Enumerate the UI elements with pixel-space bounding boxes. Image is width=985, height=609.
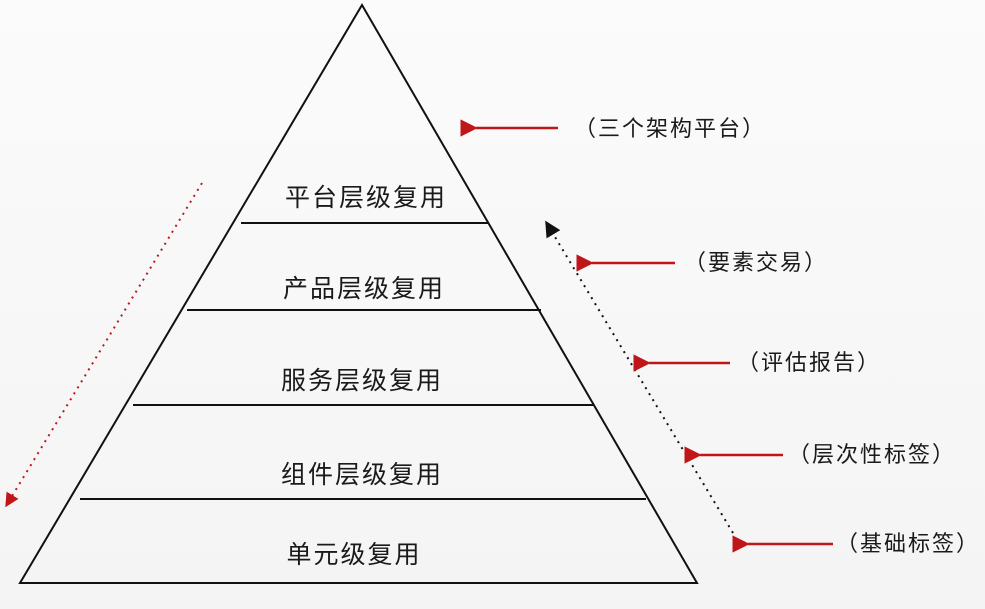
right-dotted-arrow [545, 220, 734, 534]
note-label-trade: （要素交易） [684, 251, 828, 276]
note-label-basic-tag: （基础标签） [836, 532, 980, 557]
layer-label-component: 组件层级复用 [281, 460, 443, 489]
note-label-report: （评估报告） [737, 351, 881, 376]
layer-label-service: 服务层级复用 [281, 366, 443, 395]
note-label-architecture: （三个架构平台） [574, 117, 766, 142]
note-label-hierarchical-tag: （层次性标签） [788, 443, 956, 468]
layer-label-platform: 平台层级复用 [285, 183, 447, 212]
layer-label-unit: 单元级复用 [286, 540, 421, 569]
left-dotted-arrow [5, 182, 203, 508]
layer-label-product: 产品层级复用 [283, 274, 445, 303]
pyramid-outline [18, 3, 699, 584]
